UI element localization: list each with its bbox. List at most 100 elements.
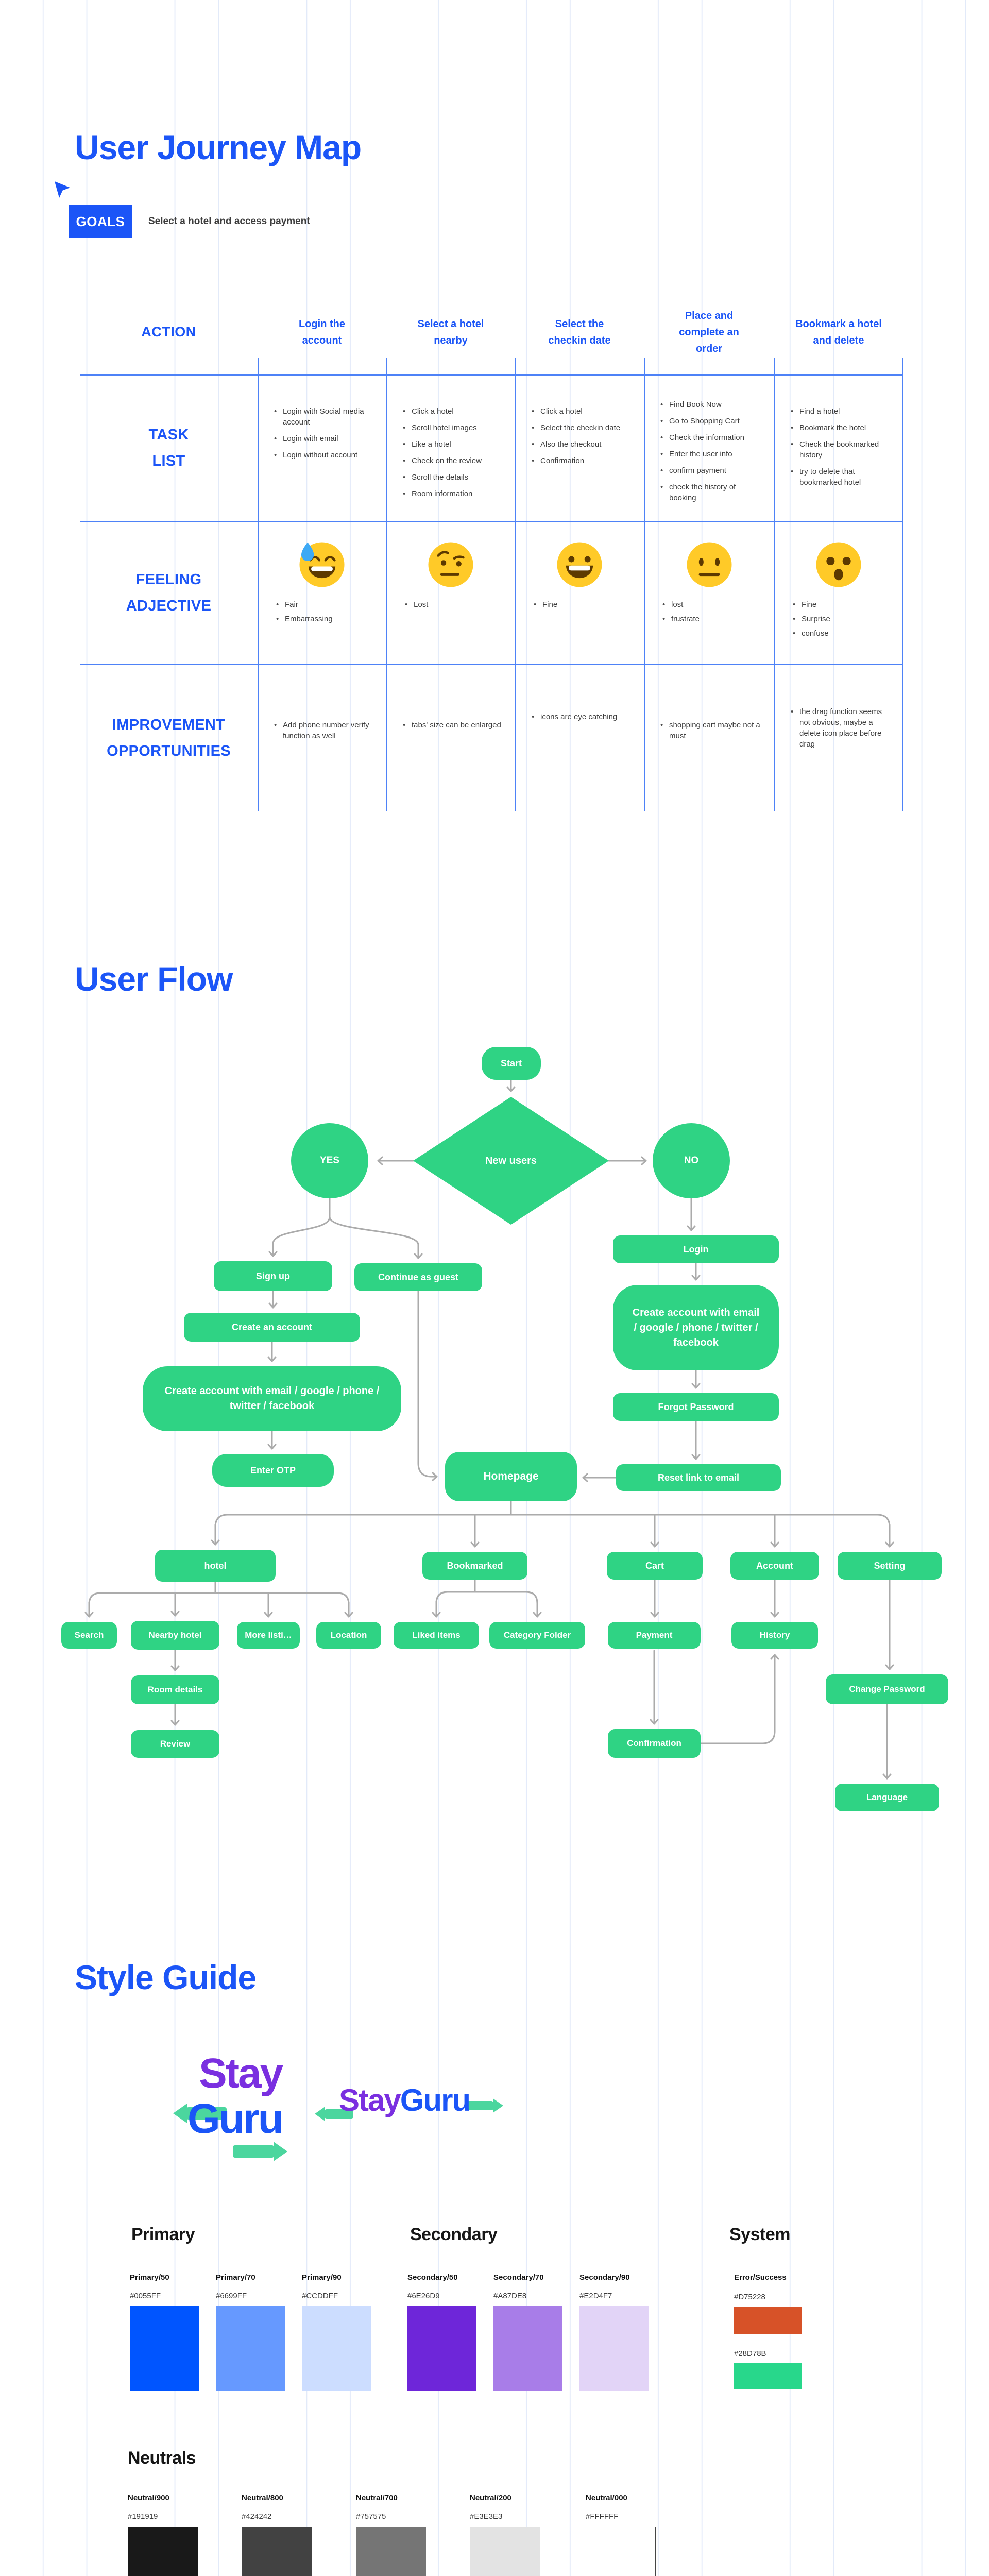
bullet-list: the drag function seems not obvious, may… <box>791 706 891 750</box>
secondary-heading: Secondary <box>410 2225 498 2244</box>
flow-node-continue-as-guest: Continue as guest <box>354 1263 482 1291</box>
bullet-item: Surprise <box>793 614 830 624</box>
bullet-item: Add phone number verify function as well <box>274 720 374 741</box>
swatch-color <box>216 2306 285 2391</box>
feeling-cell-4: lost frustrate <box>644 522 774 664</box>
bullet-item: Login with email <box>274 433 374 444</box>
table-header-col-5: Bookmark a hotel and delete <box>795 318 882 346</box>
bullet-list: FairEmbarrassing <box>258 599 333 628</box>
table-header-col-4: Place and complete an order <box>679 310 739 354</box>
logo-arrow-right-icon <box>233 2145 274 2158</box>
flow-node-no: NO <box>653 1123 730 1198</box>
swatch-hex: #6E26D9 <box>407 2292 440 2300</box>
logo-guru-text: Guru <box>400 2083 471 2117</box>
flow-node-nearby-hotel: Nearby hotel <box>131 1621 219 1650</box>
table-header-underline <box>80 374 903 376</box>
table-col-line-right <box>902 358 903 811</box>
bullet-list: Find Book NowGo to Shopping CartCheck th… <box>660 399 762 503</box>
bullet-list: Click a hotelSelect the checkin dateAlso… <box>532 406 632 466</box>
table-header-col-3: Select the checkin date <box>548 318 611 346</box>
flow-node-review: Review <box>131 1730 219 1758</box>
bullet-list: Fine <box>515 599 557 614</box>
swatch-hex: #0055FF <box>130 2292 161 2300</box>
table-col-line-4 <box>644 358 645 811</box>
swatch-name: Secondary/90 <box>579 2273 630 2282</box>
flow-node-sign-up: Sign up <box>214 1261 332 1291</box>
flow-node-bookmarked: Bookmarked <box>422 1552 527 1580</box>
primary-heading: Primary <box>131 2225 195 2244</box>
bullet-item: Embarrassing <box>276 614 333 624</box>
logo-wordmark: StayGuru <box>339 2082 471 2118</box>
feeling-cell-3: Fine <box>515 522 644 664</box>
table-header-col-2: Select a hotel nearby <box>417 318 484 346</box>
logo-stay-text: Stay <box>199 2050 283 2097</box>
bullet-item: Check the information <box>660 432 762 443</box>
swatch-color <box>242 2527 312 2576</box>
task-list-cell-1: Login with Social media accountLogin wit… <box>258 375 386 521</box>
improvement-cell-3: icons are eye catching <box>515 665 644 811</box>
swatch-hex: #6699FF <box>216 2292 247 2300</box>
flow-node-login: Login <box>613 1235 779 1263</box>
flow-node-language: Language <box>835 1784 939 1811</box>
emoji-hushed-face-icon <box>816 542 861 587</box>
bullet-item: Room information <box>403 488 503 499</box>
swatch-hex: #CCDDFF <box>302 2292 338 2300</box>
bullet-item: Confirmation <box>532 455 632 466</box>
bullet-item: try to delete that bookmarked hotel <box>791 466 891 488</box>
task-list-cell-2: Click a hotelScroll hotel imagesLike a h… <box>386 375 515 521</box>
table-row-line-2 <box>80 664 903 665</box>
flow-node-confirmation: Confirmation <box>608 1729 701 1758</box>
flow-node-location: Location <box>316 1622 381 1649</box>
flow-node-more-listing: More listi… <box>237 1622 300 1649</box>
bullet-list: FineSurpriseconfuse <box>774 599 830 642</box>
goals-text: Select a hotel and access payment <box>148 216 310 227</box>
swatch-color <box>734 2307 802 2334</box>
bullet-item: shopping cart maybe not a must <box>660 720 762 741</box>
flow-node-change-password: Change Password <box>826 1674 948 1704</box>
bullet-list: shopping cart maybe not a must <box>660 720 762 741</box>
flow-node-liked-items: Liked items <box>394 1622 479 1649</box>
bullet-item: Fine <box>534 599 557 610</box>
swatch-color <box>586 2527 656 2576</box>
swatch-color <box>128 2527 198 2576</box>
flow-node-cart: Cart <box>607 1552 703 1580</box>
logo-guru-text: Guru <box>187 2095 284 2142</box>
flow-node-start: Start <box>482 1047 541 1080</box>
swatch-name: Neutral/000 <box>586 2494 627 2502</box>
swatch-color <box>493 2306 562 2391</box>
swatch-name: Neutral/200 <box>470 2494 511 2502</box>
neutrals-heading: Neutrals <box>128 2448 196 2468</box>
bullet-item: frustrate <box>662 614 700 624</box>
swatch-name: Error/Success <box>734 2273 787 2282</box>
table-col-line-2 <box>386 358 387 811</box>
journey-map-title: User Journey Map <box>75 128 362 166</box>
bullet-item: Login without account <box>274 450 374 461</box>
bullet-item: Scroll hotel images <box>403 422 503 433</box>
improvement-cell-5: the drag function seems not obvious, may… <box>774 665 903 811</box>
bullet-item: Enter the user info <box>660 449 762 460</box>
bullet-item: Find a hotel <box>791 406 891 417</box>
swatch-hex: #E3E3E3 <box>470 2512 503 2521</box>
flow-node-create-account-methods-right: Create account with email / google / pho… <box>613 1285 779 1370</box>
flow-node-reset-link-to-email: Reset link to email <box>616 1464 781 1491</box>
swatch-color <box>470 2527 540 2576</box>
logo-horizontal: StayGuru <box>325 2076 520 2138</box>
flow-node-history: History <box>731 1622 818 1649</box>
swatch-name: Secondary/50 <box>407 2273 458 2282</box>
task-list-cell-4: Find Book NowGo to Shopping CartCheck th… <box>644 368 774 521</box>
bullet-item: Fair <box>276 599 333 610</box>
bullet-list: icons are eye catching <box>532 711 632 722</box>
bullet-item: Like a hotel <box>403 439 503 450</box>
bullet-item: Lost <box>405 599 428 610</box>
logo-stacked: Stay Guru <box>181 2049 305 2168</box>
bullet-item: lost <box>662 599 700 610</box>
flow-node-search: Search <box>61 1622 117 1649</box>
swatch-hex: #D75228 <box>734 2293 765 2301</box>
bullet-list: Add phone number verify function as well <box>274 720 374 741</box>
bullet-item: confirm payment <box>660 465 762 476</box>
table-col-line-5 <box>774 358 775 811</box>
bullet-item: Also the checkout <box>532 439 632 450</box>
bullet-item: Scroll the details <box>403 472 503 483</box>
swatch-color <box>302 2306 371 2391</box>
